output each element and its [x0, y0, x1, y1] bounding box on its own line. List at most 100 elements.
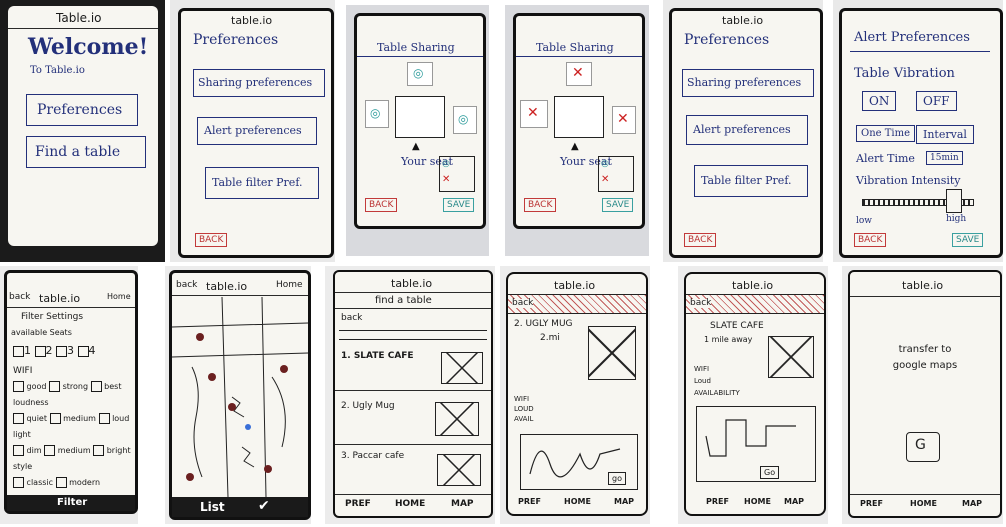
- google-maps-icon[interactable]: G: [906, 432, 940, 462]
- frame-table-sharing-1: Table Sharing ◎ ◎ ◎ ▲ Your seat ◎ ✕ BACK…: [346, 5, 489, 256]
- seat-left[interactable]: ◎: [365, 100, 389, 128]
- alert-time-field[interactable]: 15min: [926, 151, 963, 165]
- list-button[interactable]: List ✔: [172, 497, 308, 517]
- preferences-button[interactable]: Preferences: [26, 94, 138, 126]
- nav-pref[interactable]: PREF: [860, 499, 883, 508]
- seat-1-checkbox[interactable]: [13, 345, 24, 357]
- seat-2-checkbox[interactable]: [34, 345, 46, 357]
- filter-button[interactable]: Filter: [7, 495, 135, 511]
- save-button[interactable]: SAVE: [602, 198, 634, 212]
- quiet-checkbox[interactable]: [13, 413, 24, 424]
- back-button[interactable]: BACK: [365, 198, 398, 212]
- sharing-preferences-button[interactable]: Sharing preferences: [682, 69, 814, 97]
- table-square: [554, 96, 604, 138]
- route-map[interactable]: [696, 406, 816, 482]
- save-button[interactable]: SAVE: [952, 233, 984, 247]
- back-button[interactable]: BACK: [854, 233, 887, 247]
- back-button[interactable]: BACK: [684, 233, 717, 247]
- vibration-off-button[interactable]: OFF: [916, 91, 957, 111]
- bright-checkbox[interactable]: [93, 445, 105, 456]
- wifi-strong-checkbox[interactable]: [49, 381, 61, 392]
- back-button[interactable]: BACK: [195, 233, 228, 247]
- modern-checkbox[interactable]: [55, 477, 67, 488]
- light-row: dim medium bright: [13, 445, 131, 456]
- route-map[interactable]: [520, 434, 638, 490]
- back-bar[interactable]: back: [686, 294, 824, 314]
- find-table-button[interactable]: Find a table: [26, 136, 146, 168]
- frame-preferences-1: table.io Preferences Sharing preferences…: [170, 0, 335, 262]
- nav-map[interactable]: MAP: [614, 497, 635, 506]
- attr-loud: Loud: [694, 377, 711, 385]
- share-icon: ◎: [458, 112, 469, 126]
- frame-alert-preferences: Alert Preferences Table Vibration ON OFF…: [833, 0, 1003, 262]
- intensity-slider[interactable]: [862, 199, 974, 206]
- seat-top[interactable]: ◎: [407, 62, 433, 86]
- frame-filter-settings: back table.io Home Filter Settings avail…: [0, 266, 138, 524]
- nav-pref[interactable]: PREF: [345, 499, 371, 509]
- nav-map[interactable]: MAP: [962, 499, 983, 508]
- back-link[interactable]: back: [9, 292, 31, 302]
- seat-top[interactable]: ✕: [566, 62, 592, 86]
- attr-loud: LOUD: [514, 405, 534, 413]
- frame-welcome: Table.io Welcome! To Table.io Preference…: [0, 0, 165, 262]
- loud-checkbox[interactable]: [98, 413, 110, 424]
- nav-home[interactable]: HOME: [910, 499, 937, 508]
- back-link[interactable]: back: [341, 313, 363, 323]
- save-button[interactable]: SAVE: [443, 198, 475, 212]
- nav-home[interactable]: HOME: [395, 499, 426, 509]
- nav-pref[interactable]: PREF: [518, 497, 541, 506]
- nav-pref[interactable]: PREF: [706, 497, 729, 506]
- back-bar[interactable]: back: [508, 294, 646, 314]
- home-link[interactable]: Home: [276, 280, 303, 290]
- vibration-on-button[interactable]: ON: [862, 91, 897, 111]
- welcome-subheading: To Table.io: [30, 65, 85, 76]
- seat-right[interactable]: ◎: [453, 106, 477, 134]
- list-item-1-title[interactable]: 1. SLATE CAFE: [341, 351, 414, 361]
- filter-pills[interactable]: [339, 330, 487, 340]
- seat-3-checkbox[interactable]: [56, 345, 67, 357]
- seat-left[interactable]: ✕: [520, 100, 548, 128]
- page-title: find a table: [375, 295, 432, 306]
- alert-preferences-button[interactable]: Alert preferences: [686, 115, 808, 145]
- nav-map[interactable]: MAP: [451, 499, 474, 509]
- alert-preferences-button[interactable]: Alert preferences: [197, 117, 317, 145]
- table-filter-button[interactable]: Table filter Pref.: [694, 165, 808, 197]
- one-time-button[interactable]: One Time: [856, 125, 916, 142]
- welcome-heading: Welcome!: [28, 34, 149, 60]
- nav-map[interactable]: MAP: [784, 497, 805, 506]
- classic-checkbox[interactable]: [13, 477, 24, 488]
- your-seat-label: Your seat: [401, 155, 453, 168]
- table-filter-button[interactable]: Table filter Pref.: [205, 167, 319, 199]
- page-title: Table Sharing: [536, 41, 614, 54]
- list-item-3-title[interactable]: 3. Paccar cafe: [341, 451, 405, 461]
- nav-home[interactable]: HOME: [564, 497, 591, 506]
- back-button[interactable]: BACK: [524, 198, 557, 212]
- frame-transfer: table.io transfer to google maps G PREF …: [842, 266, 1003, 524]
- app-title: table.io: [39, 292, 81, 305]
- seats-row: 1 2 3 4: [13, 345, 96, 357]
- check-icon: ✔: [258, 498, 270, 514]
- dim-checkbox[interactable]: [13, 445, 24, 456]
- light-medium-checkbox[interactable]: [44, 445, 56, 456]
- go-button[interactable]: go: [608, 472, 626, 485]
- close-icon: ✕: [527, 105, 539, 121]
- wifi-best-checkbox[interactable]: [90, 381, 102, 392]
- vibration-label: Table Vibration: [854, 66, 955, 81]
- route-path: [705, 419, 796, 457]
- map-view[interactable]: [171, 296, 309, 498]
- app-title: table.io: [902, 279, 944, 292]
- share-icon: ◎: [601, 159, 609, 169]
- seat-right[interactable]: ✕: [612, 106, 636, 134]
- go-button[interactable]: Go: [760, 466, 780, 479]
- interval-button[interactable]: Interval: [916, 125, 974, 144]
- back-link[interactable]: back: [176, 280, 198, 290]
- list-item-2-title[interactable]: 2. Ugly Mug: [341, 401, 395, 411]
- wifi-good-checkbox[interactable]: [13, 381, 24, 392]
- home-link[interactable]: Home: [107, 292, 131, 301]
- seat-4-checkbox[interactable]: [77, 345, 89, 357]
- sharing-preferences-button[interactable]: Sharing preferences: [193, 69, 325, 97]
- nav-home[interactable]: HOME: [744, 497, 771, 506]
- slider-handle[interactable]: [946, 189, 962, 213]
- medium-checkbox[interactable]: [49, 413, 61, 424]
- attr-availability: AVAILABILITY: [694, 389, 740, 397]
